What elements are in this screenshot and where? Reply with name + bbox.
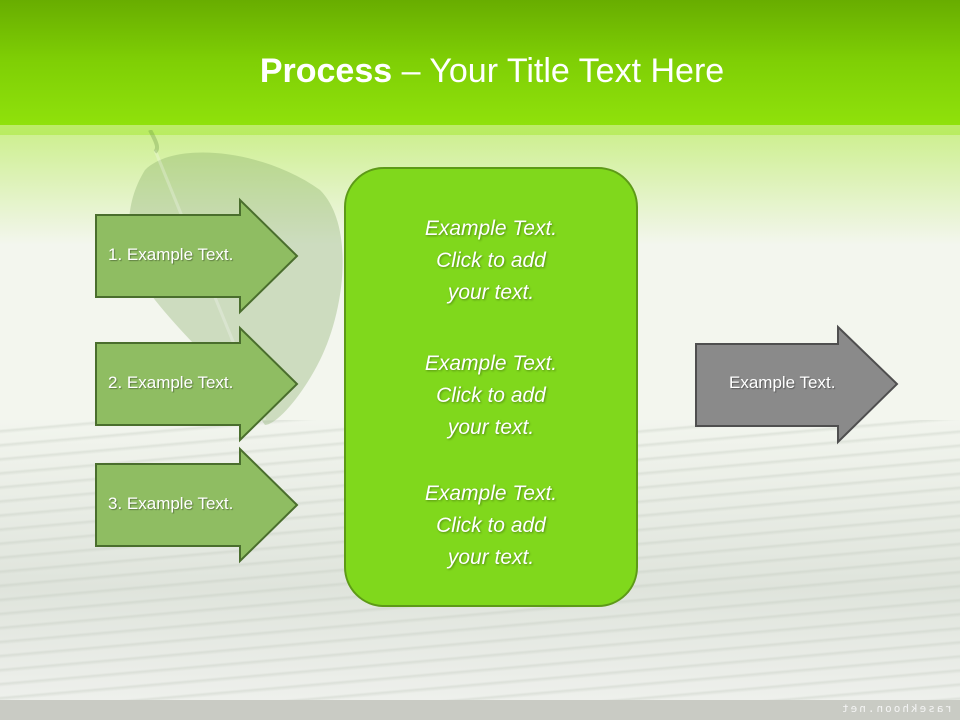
slide-title: Process – Your Title Text Here	[0, 52, 960, 91]
process-text-2: Example Text. Click to add your text.	[344, 348, 638, 444]
output-arrow	[695, 324, 899, 445]
process-text-2-line-3: your text.	[447, 416, 535, 439]
input-arrow-3	[95, 446, 299, 564]
output-label: Example Text.	[729, 373, 836, 392]
input-arrow-1	[95, 197, 299, 315]
process-text-1: Example Text. Click to add your text.	[344, 213, 638, 309]
title-rest: – Your Title Text Here	[392, 52, 725, 90]
title-bold: Process	[259, 52, 393, 90]
input-label-3: 3. Example Text.	[108, 494, 234, 513]
input-arrow-2	[95, 325, 299, 443]
process-text-2-line-1: Example Text.	[424, 352, 558, 375]
process-text-1-line-3: your text.	[447, 281, 535, 304]
process-text-3-line-1: Example Text.	[424, 482, 558, 505]
watermark-text: rasekhoon.net	[839, 702, 952, 715]
process-text-2-line-2: Click to add	[436, 384, 546, 407]
process-text-3-line-2: Click to add	[436, 514, 546, 537]
input-label-1: 1. Example Text.	[108, 245, 234, 264]
process-text-3-line-3: your text.	[447, 546, 535, 569]
process-box	[344, 167, 638, 607]
process-text-3: Example Text. Click to add your text.	[344, 478, 638, 574]
input-label-2: 2. Example Text.	[108, 373, 234, 392]
process-text-1-line-2: Click to add	[436, 249, 546, 272]
footer-bar	[0, 700, 960, 720]
process-text-1-line-1: Example Text.	[424, 217, 558, 240]
header-band	[0, 0, 960, 135]
